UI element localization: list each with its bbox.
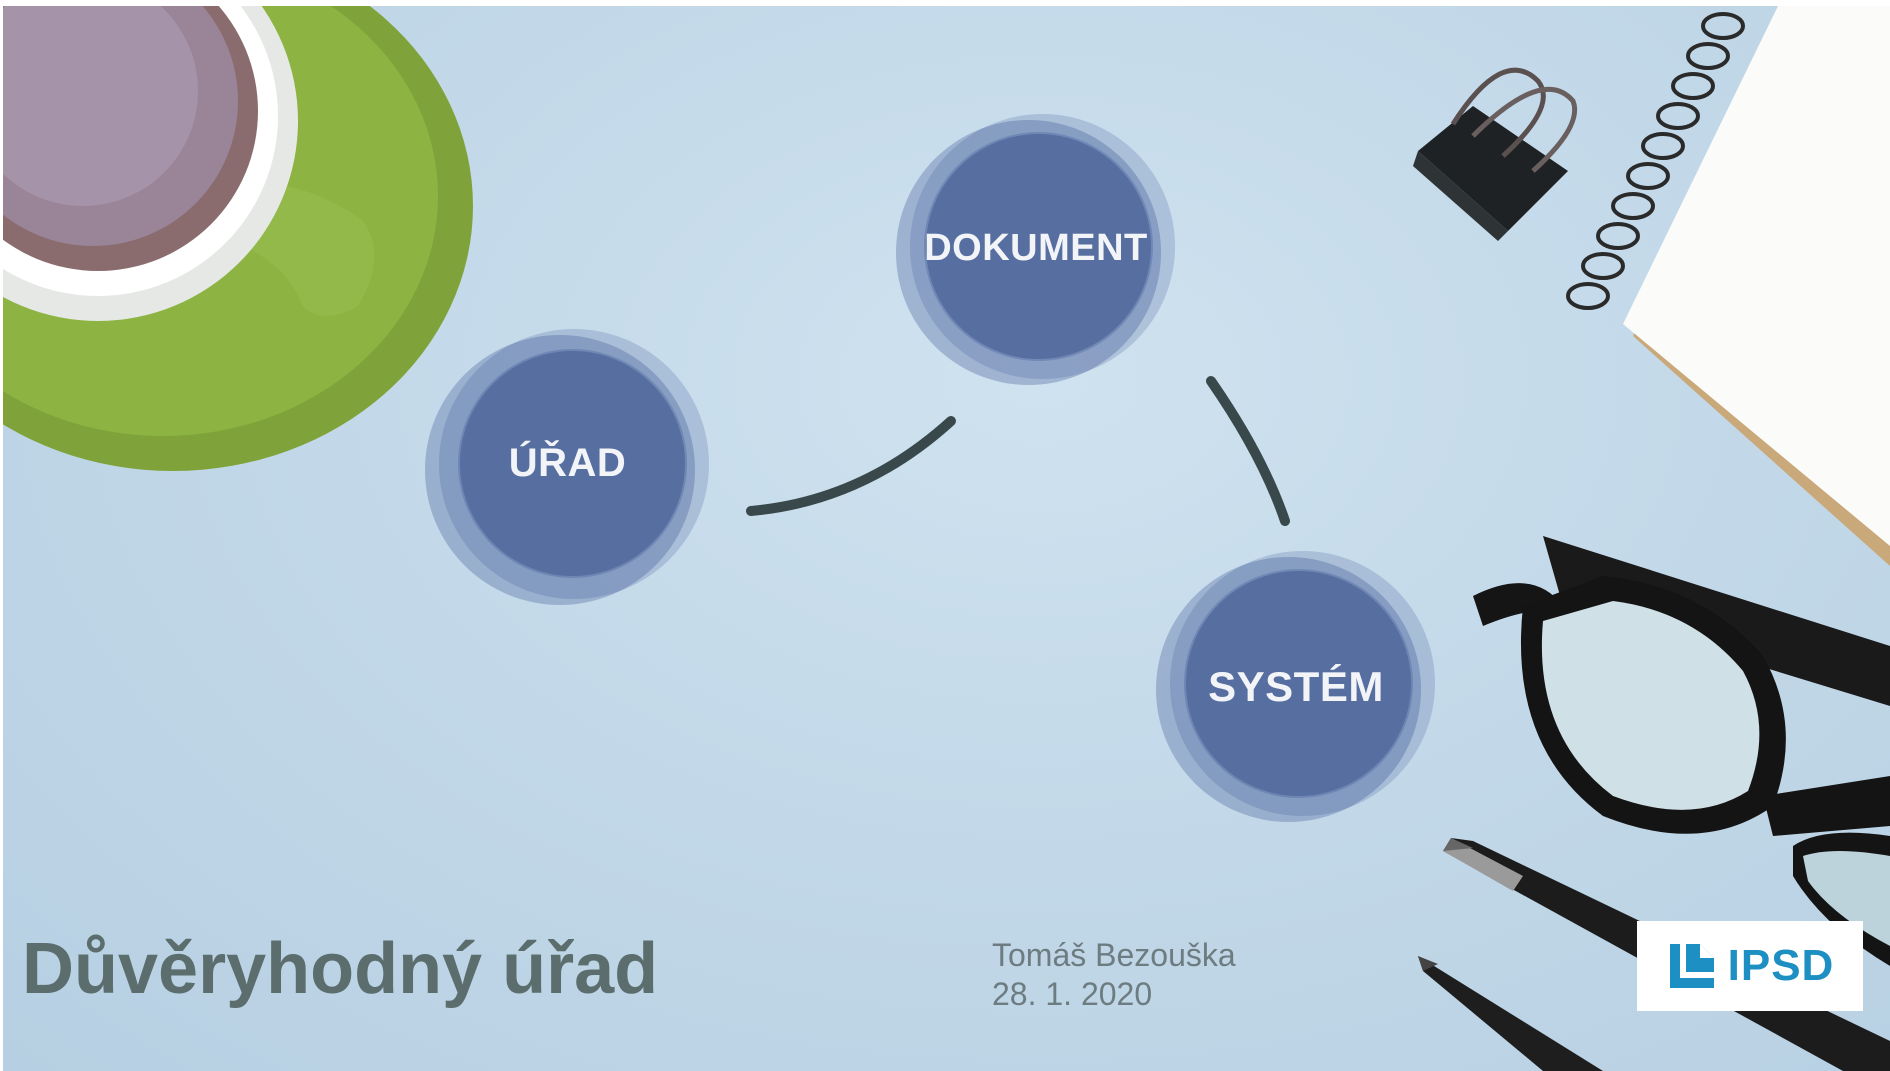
pencil-icon	[1418, 956, 1603, 1071]
logo-text: IPSD	[1727, 941, 1835, 990]
node-system-label: SYSTÉM	[1208, 662, 1384, 710]
node-system: SYSTÉM	[1156, 551, 1436, 826]
node-dokument-label: DOKUMENT	[924, 227, 1148, 269]
author-name: Tomáš Bezouška	[992, 937, 1236, 973]
slide-title: Důvěryhodný úřad	[22, 929, 659, 1009]
connector-urad-dokument	[746, 416, 956, 516]
node-urad-circle	[460, 351, 685, 576]
connector-dokument-system	[1206, 376, 1290, 526]
node-urad-label: ÚŘAD	[508, 440, 627, 485]
node-dokument: DOKUMENT	[896, 114, 1176, 389]
ipsd-logo-icon	[1669, 944, 1714, 988]
node-system-circle	[1186, 571, 1411, 796]
node-urad: ÚŘAD	[425, 329, 710, 609]
node-dokument-circle	[926, 134, 1151, 359]
tea-cup-icon	[3, 6, 473, 471]
presentation-date: 28. 1. 2020	[992, 976, 1153, 1012]
ipsd-logo: IPSD	[1637, 921, 1863, 1011]
desk-background	[3, 6, 1890, 1071]
slide-meta: Tomáš Bezouška 28. 1. 2020	[992, 936, 1236, 1014]
notebook-icon	[1566, 6, 1890, 566]
binder-clip-icon	[1413, 67, 1578, 241]
presentation-slide: ÚŘAD DOKUMENT SYSTÉM Důvěryhodný úřad To…	[3, 6, 1890, 1071]
diagram-connectors	[746, 376, 1290, 526]
glasses-icon	[1473, 536, 1890, 966]
